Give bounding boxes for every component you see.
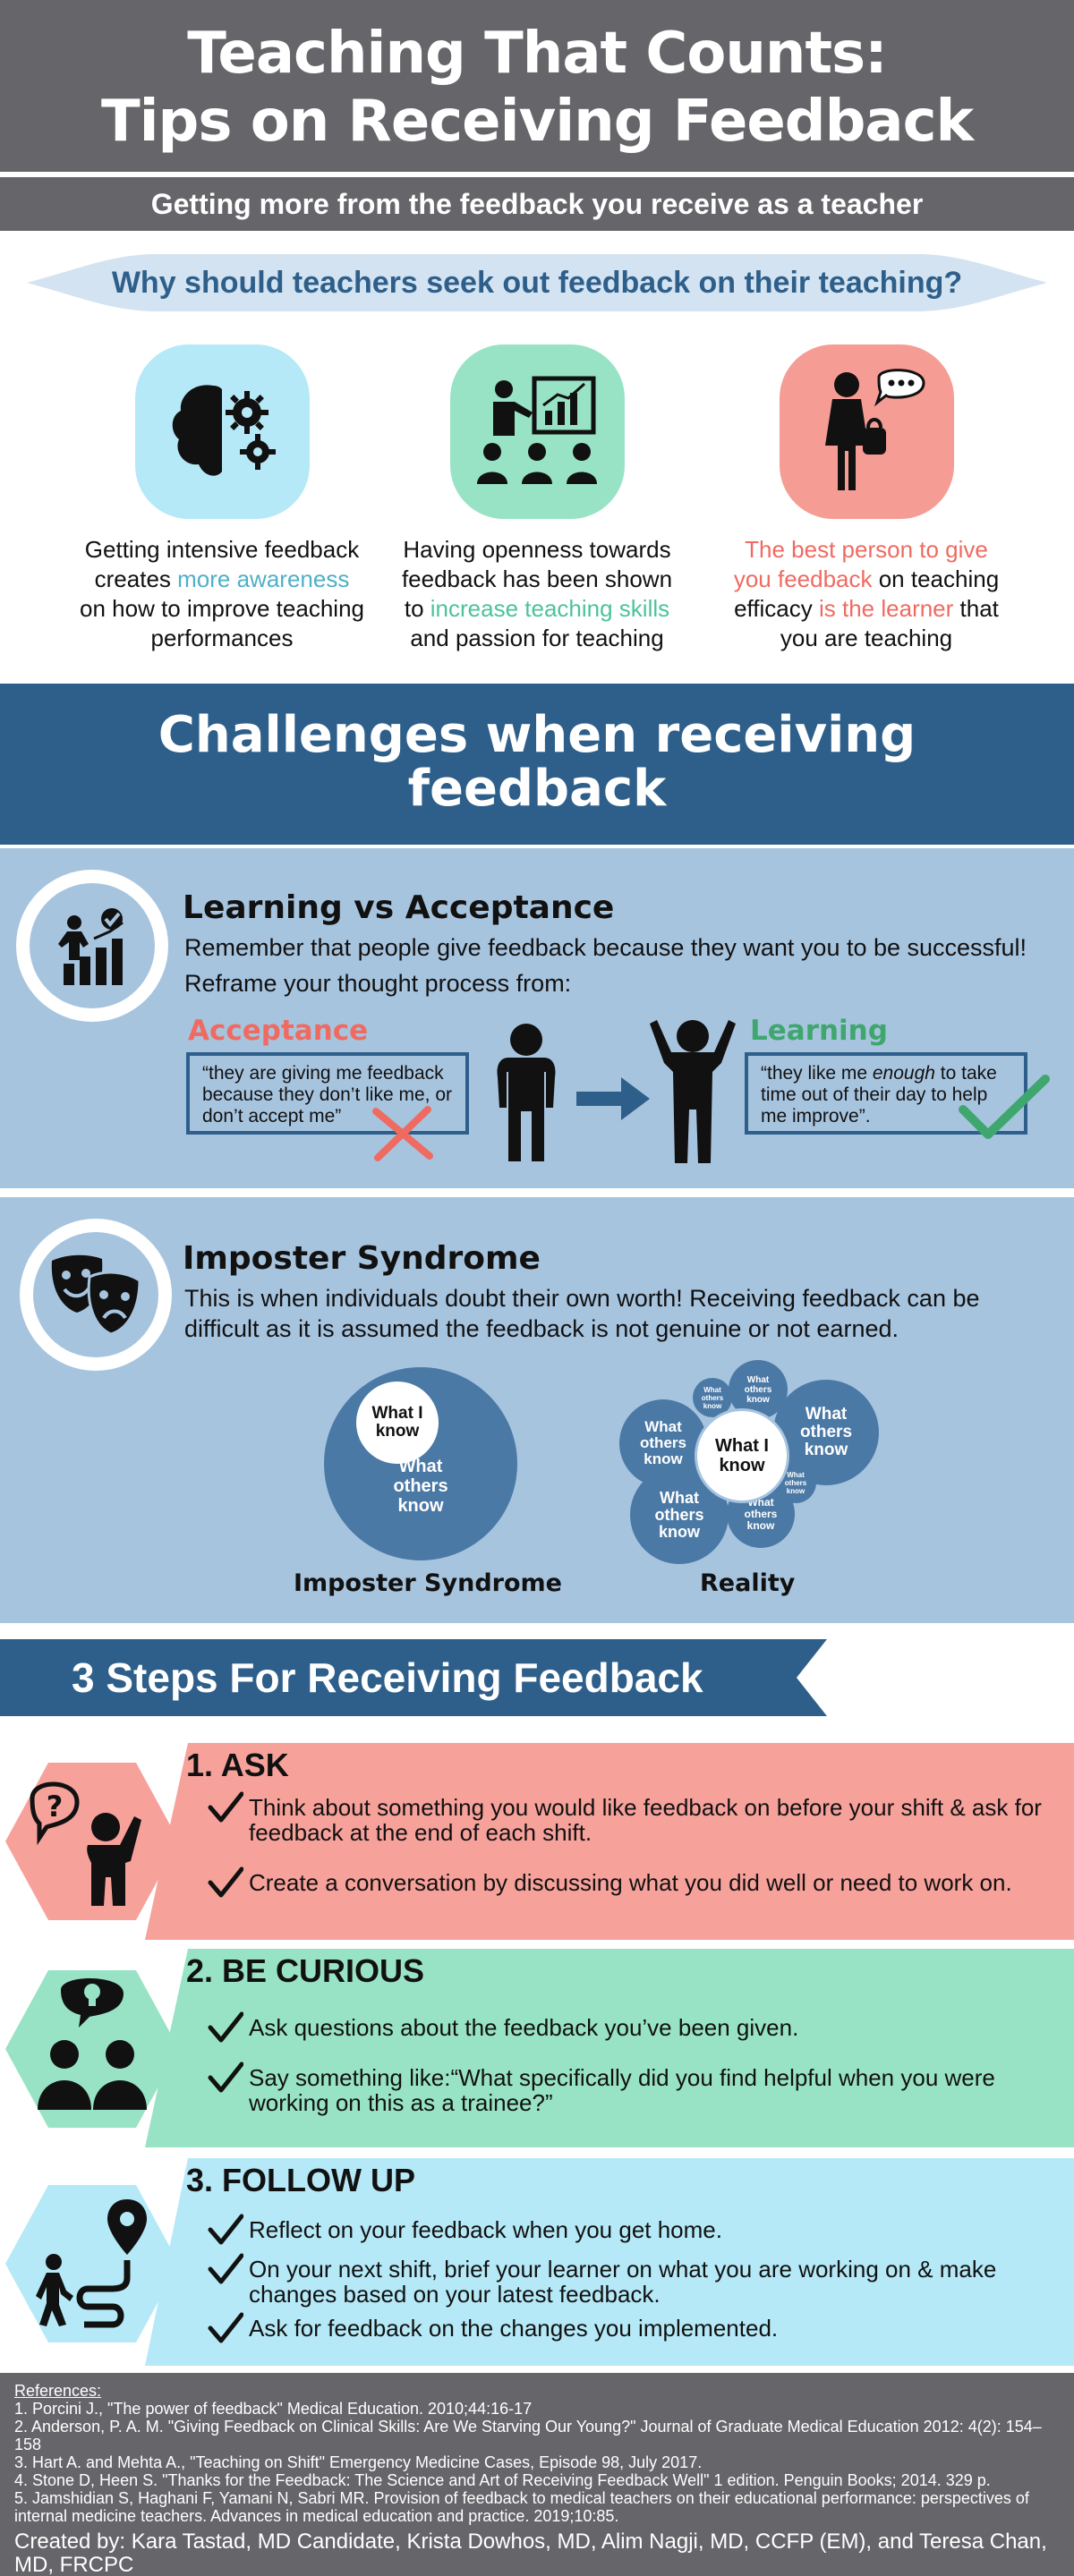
step-ask-bullet-1: Think about something you would like fee… xyxy=(208,1791,1058,1845)
step-follow-bullet-2: On your next shift, brief your learner o… xyxy=(208,2253,1058,2307)
why-text-openness: Having openness towards feedback has bee… xyxy=(401,536,673,651)
learning-quote: “they like me enough to take time out of… xyxy=(761,1063,997,1126)
bubble-what-i-know: What I know xyxy=(695,1408,789,1503)
bubble-what-others-know-large: What others know xyxy=(324,1367,517,1560)
question-person-icon: ? xyxy=(5,1763,179,1920)
check-mark-icon xyxy=(959,1075,1050,1139)
reality-diagram-label: Reality xyxy=(700,1569,796,1597)
arrow-right-icon xyxy=(576,1077,650,1120)
imposter-diagram-label: Imposter Syndrome xyxy=(294,1569,562,1597)
happy-person-icon xyxy=(650,1020,736,1163)
credits: Created by: Kara Tastad, MD Candidate, K… xyxy=(14,2529,1047,2576)
title-line1: Teaching That Counts: xyxy=(187,21,887,87)
lightbulb-people-icon xyxy=(5,1970,179,2128)
checkmark-icon xyxy=(208,2011,243,2043)
why-banner: Why should teachers seek out feedback on… xyxy=(27,251,1047,315)
why-item-awareness: Getting intensive feedback creates more … xyxy=(79,344,365,653)
step-follow-bullet-1: Reflect on your feedback when you get ho… xyxy=(208,2214,1058,2245)
checkmark-icon xyxy=(208,2312,243,2343)
acceptance-quote: “they are giving me feedback because the… xyxy=(202,1063,452,1126)
why-item-openness: Having openness towards feedback has bee… xyxy=(394,344,680,653)
why-banner-shape xyxy=(27,254,1047,311)
step-ask-bullet-2: Create a conversation by discussing what… xyxy=(208,1866,1058,1898)
header: Teaching That Counts: Tips on Receiving … xyxy=(0,0,1074,172)
learning-panel: Learning vs Acceptance Remember that peo… xyxy=(0,848,1074,1188)
sad-person-icon xyxy=(497,1024,556,1161)
checkmark-icon xyxy=(208,2253,243,2284)
checkmark-icon xyxy=(208,1866,243,1898)
reference-3: 3. Hart A. and Mehta A., "Teaching on Sh… xyxy=(14,2453,703,2471)
why-question: Why should teachers seek out feedback on… xyxy=(111,266,963,300)
acceptance-quote-box: “they are giving me feedback because the… xyxy=(186,1052,469,1135)
footer: References: 1. Porcini J., "The power of… xyxy=(0,2373,1074,2576)
why-item-learner: The best person to give you feedback on … xyxy=(723,344,1010,653)
why-text-learner: The best person to give you feedback on … xyxy=(733,536,1000,651)
references-heading: References: xyxy=(14,2382,102,2400)
step-follow-title: 3. FOLLOW UP xyxy=(186,2162,415,2198)
path-walker-icon xyxy=(5,2185,179,2342)
imposter-title: Imposter Syndrome xyxy=(183,1240,541,1277)
brain-gears-icon xyxy=(134,344,310,519)
acceptance-label: Acceptance xyxy=(188,1015,369,1047)
bubble-what-others-know: What others know xyxy=(775,1462,816,1503)
reference-4: 4. Stone D, Heen S. "Thanks for the Feed… xyxy=(14,2471,991,2489)
step-follow-bullet-3: Ask for feedback on the changes you impl… xyxy=(208,2312,1058,2343)
step-be-curious: 2. BE CURIOUS Ask questions about the fe… xyxy=(0,1949,1074,2147)
challenges-title-line2: feedback xyxy=(407,760,667,818)
why-text-awareness: Getting intensive feedback creates more … xyxy=(80,536,364,651)
reference-1: 1. Porcini J., "The power of feedback" M… xyxy=(14,2400,533,2418)
learning-line2: Reframe your thought process from: xyxy=(184,970,572,997)
step-curious-title: 2. BE CURIOUS xyxy=(186,1952,425,1989)
checkmark-icon xyxy=(208,2214,243,2245)
challenges-title-line1: Challenges when receiving xyxy=(158,706,916,764)
growth-chart-icon xyxy=(16,870,168,1022)
checkmark-icon xyxy=(208,2062,243,2093)
learning-quote-box: “they like me enough to take time out of… xyxy=(745,1052,1027,1135)
title-line2: Tips on Receiving Feedback xyxy=(100,89,974,155)
svg-text:?: ? xyxy=(47,1790,64,1824)
learning-label: Learning xyxy=(750,1015,888,1047)
steps-title: 3 Steps For Receiving Feedback xyxy=(72,1654,703,1701)
checkmark-icon xyxy=(208,1791,243,1823)
steps-banner: 3 Steps For Receiving Feedback xyxy=(0,1639,832,1716)
reference-5: 5. Jamshidian S, Haghani F, Yamani N, Sa… xyxy=(14,2489,1029,2525)
step-ask: ? 1. ASK Think about something you would… xyxy=(0,1743,1074,1940)
step-curious-bullet-2: Say something like:“What specifically di… xyxy=(208,2062,1058,2115)
subtitle-bar: Getting more from the feedback you recei… xyxy=(0,177,1074,231)
wave-divider xyxy=(0,827,1074,845)
subtitle: Getting more from the feedback you recei… xyxy=(150,188,924,220)
bubble-what-i-know-small: What I know xyxy=(356,1382,439,1464)
challenges-header: Challenges when receiving feedback xyxy=(0,684,1074,845)
imposter-panel: Imposter Syndrome This is when individua… xyxy=(0,1197,1074,1623)
reference-2: 2. Anderson, P. A. M. "Giving Feedback o… xyxy=(14,2418,1042,2453)
cross-mark-icon xyxy=(372,1106,433,1161)
learning-line1: Remember that people give feedback becau… xyxy=(184,934,1027,961)
imposter-text: This is when individuals doubt their own… xyxy=(184,1285,980,1342)
learning-title: Learning vs Acceptance xyxy=(183,889,615,926)
presentation-audience-icon xyxy=(449,344,625,519)
step-curious-bullet-1: Ask questions about the feedback you’ve … xyxy=(208,2011,1058,2043)
step-follow-up: 3. FOLLOW UP Reflect on your feedback wh… xyxy=(0,2158,1074,2366)
theater-masks-icon xyxy=(20,1219,172,1371)
step-ask-title: 1. ASK xyxy=(186,1747,289,1783)
student-speech-icon xyxy=(779,344,954,519)
